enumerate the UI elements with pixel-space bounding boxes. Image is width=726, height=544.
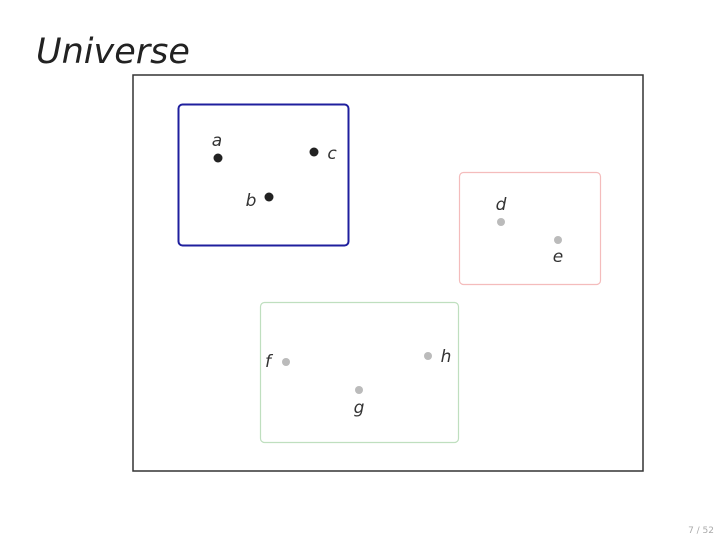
universe-box — [132, 74, 644, 472]
set-1-box — [177, 103, 350, 247]
slide-title: Universe — [36, 32, 190, 72]
set-2-box — [458, 171, 602, 286]
point-e — [554, 236, 562, 244]
point-d-label: d — [496, 195, 507, 215]
point-f-label: f — [265, 352, 274, 372]
set-3: f g h — [259, 301, 460, 444]
point-d — [497, 218, 505, 226]
point-a-label: a — [212, 131, 222, 151]
point-b — [264, 192, 274, 202]
point-e-label: e — [553, 247, 563, 267]
point-f — [282, 358, 290, 366]
point-a — [213, 153, 223, 163]
set-2: d e — [458, 171, 602, 286]
point-c-label: c — [327, 144, 337, 164]
point-b-label: b — [246, 191, 257, 211]
page-number: 7 / 52 — [688, 526, 714, 536]
set-3-box — [259, 301, 460, 444]
point-h — [424, 352, 432, 360]
point-c — [309, 147, 319, 157]
point-h-label: h — [441, 347, 452, 367]
set-1: a b c — [177, 103, 350, 247]
point-g-label: g — [354, 398, 365, 418]
point-g — [355, 386, 363, 394]
